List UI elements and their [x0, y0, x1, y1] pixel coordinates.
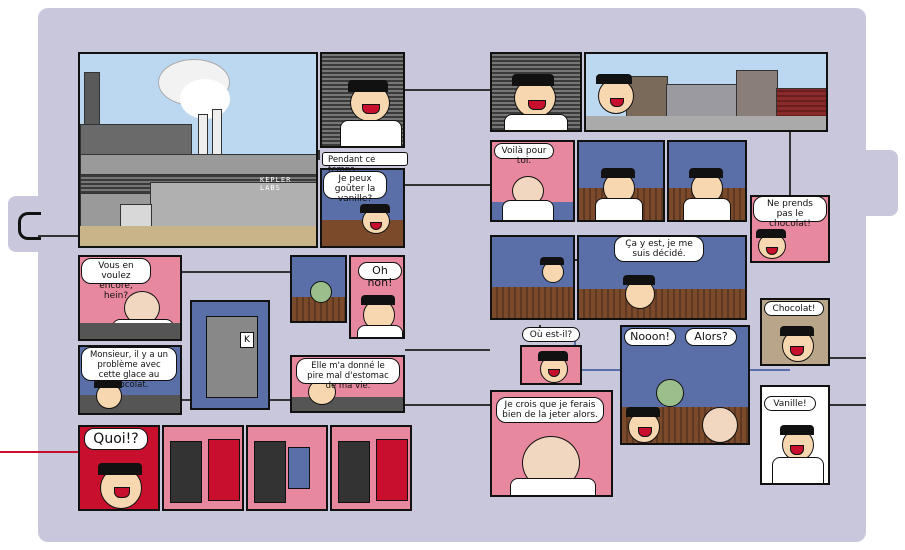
panel-man-closeup-2: [490, 52, 582, 132]
c-hook-mark: [18, 212, 41, 240]
bubble-so: Alors?: [685, 328, 737, 346]
bubble-oh-no: Oh non!: [358, 262, 402, 289]
bubble-dont-take-chocolate: Ne prends pas le chocolat!: [753, 196, 827, 229]
panel-oh-no-left: [290, 255, 347, 323]
panel-taste-vanilla: [320, 168, 405, 248]
panel-door: K: [190, 300, 270, 410]
right-tab: [860, 150, 898, 216]
factory-sign: KEPLER LABS: [260, 176, 292, 192]
panel-factory: KEPLER LABS: [78, 52, 318, 248]
panel-machine-2: [246, 425, 328, 511]
bubble-problem: Monsieur, il y a un problème avec cette …: [81, 347, 177, 390]
bubble-what: Quoi!?: [84, 428, 148, 450]
bubble-where-is-it: Où est-il?: [522, 327, 580, 342]
panel-machine-3: [330, 425, 412, 511]
bubble-chocolate: Chocolat!: [764, 301, 824, 316]
panel-street: [584, 52, 828, 132]
bubble-throw-away: Je crois que je ferais bien de la jeter …: [496, 397, 604, 423]
bubble-here-you-go: Voilà pour toi.: [494, 143, 554, 166]
panel-window-left: [577, 140, 665, 222]
bubble-decided: Ça y est, je me suis décidé.: [614, 236, 704, 262]
panel-window-right: [667, 140, 747, 222]
bubble-want-more: Vous en voulez encore, hein?: [81, 258, 151, 301]
bubble-noooon: Nooon!: [624, 328, 676, 346]
bubble-taste-vanilla: Je peux goûter la vanille?: [323, 171, 387, 204]
panel-machine-1: [162, 425, 244, 511]
bubble-worst-stomach: Elle m'a donné le pire mal d'estomac de …: [296, 358, 400, 391]
bubble-vanilla: Vanille!: [764, 396, 816, 411]
panel-interior-doorway: [490, 235, 575, 320]
panel-man-closeup-1: [320, 52, 405, 148]
left-tab: [8, 196, 44, 252]
caption-meanwhile: Pendant ce temps...: [322, 152, 408, 175]
panel-where-is-it: [520, 345, 582, 385]
